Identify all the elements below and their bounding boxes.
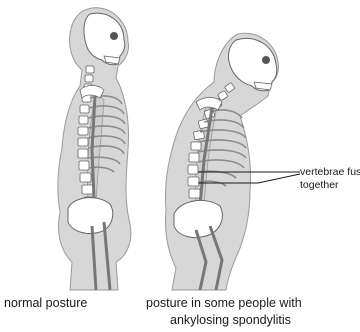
- callout-line-1: vertebrae fused: [300, 166, 360, 179]
- figure-normal-posture: [58, 8, 131, 290]
- as-eye-socket: [262, 56, 270, 64]
- figure-as-posture: [165, 33, 300, 290]
- vertebrae-callout-label: vertebrae fused together: [300, 166, 360, 192]
- caption-as-line-2: ankylosing spondylitis: [170, 313, 291, 327]
- caption-normal-posture: normal posture: [4, 296, 87, 310]
- caption-as-line-1: posture in some people with: [146, 296, 302, 310]
- callout-line-2: together: [300, 179, 360, 192]
- normal-eye-socket: [110, 32, 118, 40]
